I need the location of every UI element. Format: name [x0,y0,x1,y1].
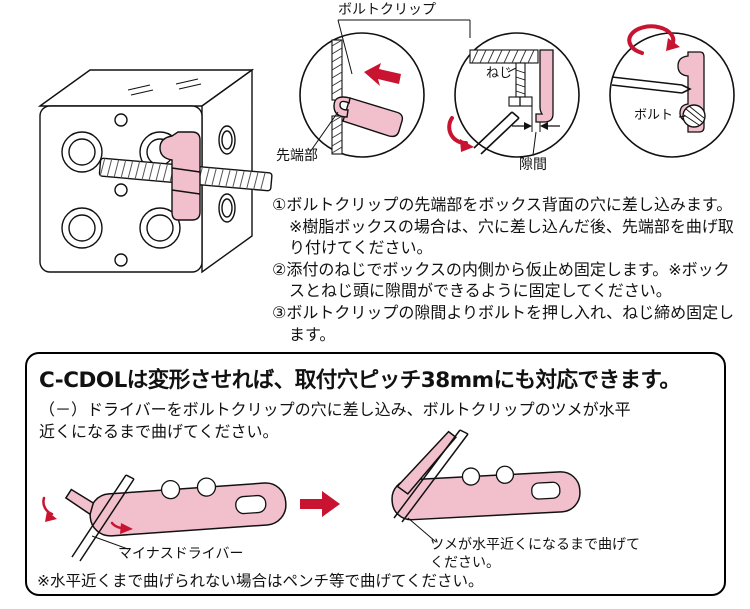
panel-title: C-CDOLは変形させれば、取付穴ピッチ38mmにも対応できます。 [39,368,681,393]
next-step-arrow-icon [300,491,340,517]
driver-label: マイナスドライバー [118,546,244,562]
red-arrow-heads [45,38,680,534]
detail-circle-1 [299,32,425,158]
instruction-step-2: ②添付のねじでボックスの内側から仮止め固定します。※ボックスとねじ頭に隙間ができ… [272,259,730,301]
clip-tip-detail [333,96,404,138]
flat-screwdriver-icon [393,429,469,523]
instruction-step-3: ③ボルトクリップの隙間よりボルトを押し入れ、ねじ締め固定します。 [272,302,735,344]
tip-panel: C-CDOLは変形させれば、取付穴ピッチ38mmにも対応できます。 （－）ドライ… [25,352,726,596]
detail-circle-3 [609,32,735,158]
callout-gap: 隙間 [519,157,547,173]
callout-tip: 先端部 [276,148,318,164]
panel-note: ※水平近くまで曲げられない場合はペンチ等で曲げてください。 [37,572,484,590]
clip-after-illustration [391,429,581,523]
screwdriver-icon [611,76,692,94]
instruction-step-1: ①ボルトクリップの先端部をボックス背面の穴に差し込みます。※樹脂ボックスの場合は… [272,195,734,258]
bolt-clip-on-box [159,131,201,221]
flat-screwdriver-icon [71,474,135,562]
callout-bolt: ボルト [634,108,674,123]
bolt-end-icon [682,104,706,128]
screw-icon [508,62,533,107]
leader-lines [91,19,687,550]
callout-bolt-clip: ボルトクリップ [338,2,436,18]
clip-before-illustration [64,474,287,562]
claw-bend-label: ツメが水平近くになるまで曲げてください。 [430,537,640,571]
instruction-steps: ①ボルトクリップの先端部をボックス背面の穴に差し込みます。※樹脂ボックスの場合は… [272,194,738,345]
screwdriver-icon [473,111,520,155]
clip-bracket-detail [535,49,554,123]
panel-body: （－）ドライバーをボルトクリップの穴に差し込み、ボルトクリップのツメが水平近くに… [39,400,631,441]
push-arrow-icon [364,63,401,86]
callout-screw: ねじ [486,66,513,81]
detail-circle-2 [454,32,580,158]
box-illustration [37,68,273,274]
